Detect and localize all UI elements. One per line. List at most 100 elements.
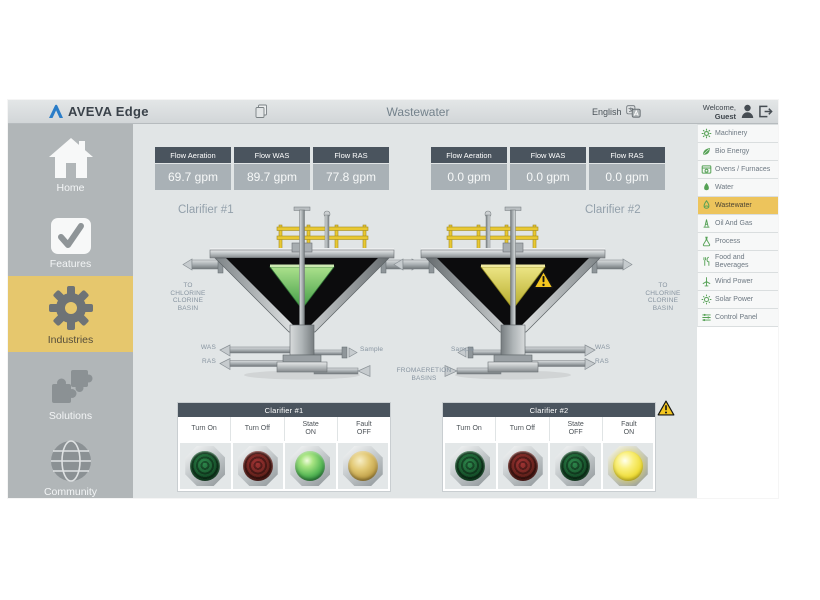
turn-on-light bbox=[190, 451, 221, 481]
wastewater-icon bbox=[703, 200, 710, 209]
gear-icon bbox=[48, 286, 93, 330]
sidebar-item-machinery[interactable]: Machinery bbox=[697, 125, 778, 143]
sidebar-item-label: Wind Power bbox=[715, 277, 753, 285]
flow-value: 69.7 gpm bbox=[155, 164, 231, 190]
home-icon bbox=[48, 138, 93, 178]
sidebar-item-label: Bio Energy bbox=[715, 147, 750, 155]
clarifier-2-alarm-icon bbox=[533, 270, 554, 289]
state-indicator bbox=[550, 443, 601, 489]
light-bezel bbox=[607, 446, 648, 486]
sun-icon bbox=[701, 294, 712, 305]
flow-cell: Flow Aeration 69.7 gpm bbox=[155, 147, 231, 190]
light-bezel bbox=[555, 446, 596, 486]
light-bezel bbox=[290, 446, 331, 486]
was-label-2: WAS bbox=[595, 344, 611, 351]
sidebar-item-water[interactable]: Water bbox=[697, 179, 778, 197]
flow-label: Flow RAS bbox=[313, 147, 389, 163]
sidebar-item-ovens-furnaces[interactable]: Ovens / Furnaces bbox=[697, 161, 778, 179]
turn-on-label: Turn On bbox=[443, 417, 497, 441]
flow-label: Flow WAS bbox=[234, 147, 310, 163]
nav-item-industries[interactable]: Industries bbox=[8, 276, 133, 352]
wind-turbine-icon bbox=[702, 277, 711, 287]
checkbox-icon bbox=[50, 218, 91, 254]
sidebar-item-label: Process bbox=[715, 237, 741, 245]
nav-item-solutions[interactable]: Solutions bbox=[8, 352, 133, 428]
oven-icon bbox=[701, 165, 712, 174]
turn-on-button[interactable] bbox=[445, 443, 496, 489]
nav-item-home[interactable]: Home bbox=[8, 124, 133, 200]
sidebar-item-control-panel[interactable]: Control Panel bbox=[697, 309, 778, 327]
light-bezel bbox=[502, 446, 543, 486]
logout-icon[interactable] bbox=[759, 105, 773, 123]
turn-off-label: Turn Off bbox=[231, 417, 285, 441]
turn-off-button[interactable] bbox=[497, 443, 548, 489]
sample-label-1: Sample bbox=[360, 346, 384, 353]
nav-item-label: Home bbox=[56, 182, 85, 194]
turn-off-light bbox=[242, 451, 273, 481]
nav-item-community[interactable]: Community bbox=[8, 428, 133, 498]
app-window: AVEVA Edge Wastewater English Welcome, G… bbox=[8, 100, 778, 498]
sidebar-item-label: Ovens / Furnaces bbox=[715, 165, 771, 173]
ras-label-1: RAS bbox=[202, 357, 216, 365]
welcome-line1: Welcome, bbox=[702, 103, 736, 112]
panel-lights bbox=[178, 441, 390, 491]
light-bezel bbox=[185, 446, 226, 486]
was-label-1: WAS bbox=[200, 344, 216, 351]
turn-off-button[interactable] bbox=[232, 443, 283, 489]
sidebar-item-process[interactable]: Process bbox=[697, 233, 778, 251]
turn-off-light bbox=[507, 451, 538, 481]
label-text: State bbox=[567, 421, 584, 428]
clarifier-1-title: Clarifier #1 bbox=[178, 204, 234, 216]
value-text: OFF bbox=[568, 429, 583, 436]
to-chlorine-label-1: TO CHLORINE CLORINE BASIN bbox=[170, 282, 206, 312]
flow-label: Flow Aeration bbox=[431, 147, 507, 163]
nav-item-features[interactable]: Features bbox=[8, 200, 133, 276]
panel-title: Clarifier #2 bbox=[443, 403, 655, 417]
flow-cell: Flow RAS 0.0 gpm bbox=[589, 147, 665, 190]
label-text: Fault bbox=[356, 421, 372, 428]
sidebar-item-oil-and-gas[interactable]: Oil And Gas bbox=[697, 215, 778, 233]
user-icon[interactable] bbox=[741, 104, 754, 123]
flow-value: 0.0 gpm bbox=[589, 164, 665, 190]
panel-lights bbox=[443, 441, 655, 491]
page-title: Wastewater bbox=[386, 105, 450, 119]
overflow-pipes bbox=[393, 255, 633, 274]
sidebar-item-label: Oil And Gas bbox=[715, 219, 753, 227]
label-text: Turn Off bbox=[244, 425, 271, 432]
sidebar-item-solar-power[interactable]: Solar Power bbox=[697, 291, 778, 309]
sidebar-item-label: Food and Beverages bbox=[715, 254, 749, 269]
oil-derrick-icon bbox=[703, 219, 710, 228]
sidebar-item-wind-power[interactable]: Wind Power bbox=[697, 273, 778, 291]
language-selector[interactable]: English bbox=[592, 105, 641, 118]
bio-energy-icon bbox=[703, 148, 710, 155]
topbar: AVEVA Edge Wastewater English Welcome, G… bbox=[8, 100, 778, 124]
turn-on-button[interactable] bbox=[180, 443, 231, 489]
flask-icon bbox=[702, 236, 711, 247]
export-icon[interactable] bbox=[255, 104, 268, 124]
water-drop-icon bbox=[704, 182, 709, 191]
nav-item-label: Community bbox=[43, 486, 98, 498]
clarifier-1-flow-panel: Flow Aeration 69.7 gpm Flow WAS 89.7 gpm… bbox=[155, 147, 389, 190]
welcome-text: Welcome, Guest bbox=[703, 103, 736, 121]
sludge-pipes bbox=[219, 344, 371, 378]
flow-cell: Flow RAS 77.8 gpm bbox=[313, 147, 389, 190]
translate-icon bbox=[625, 105, 641, 118]
sidebar-item-wastewater[interactable]: Wastewater bbox=[697, 197, 778, 215]
turn-off-label: Turn Off bbox=[496, 417, 550, 441]
flow-label: Flow Aeration bbox=[155, 147, 231, 163]
railing bbox=[446, 224, 539, 251]
left-sidebar: Home Features bbox=[8, 124, 133, 498]
state-light bbox=[295, 451, 326, 481]
sidebar-item-bio-energy[interactable]: Bio Energy bbox=[697, 143, 778, 161]
label-text: Turn On bbox=[456, 425, 482, 432]
sidebar-item-label: Machinery bbox=[715, 129, 748, 137]
label-text: Fault bbox=[621, 421, 637, 428]
flow-value: 89.7 gpm bbox=[234, 164, 310, 190]
sidebar-item-food-and-beverages[interactable]: Food and Beverages bbox=[697, 251, 778, 273]
